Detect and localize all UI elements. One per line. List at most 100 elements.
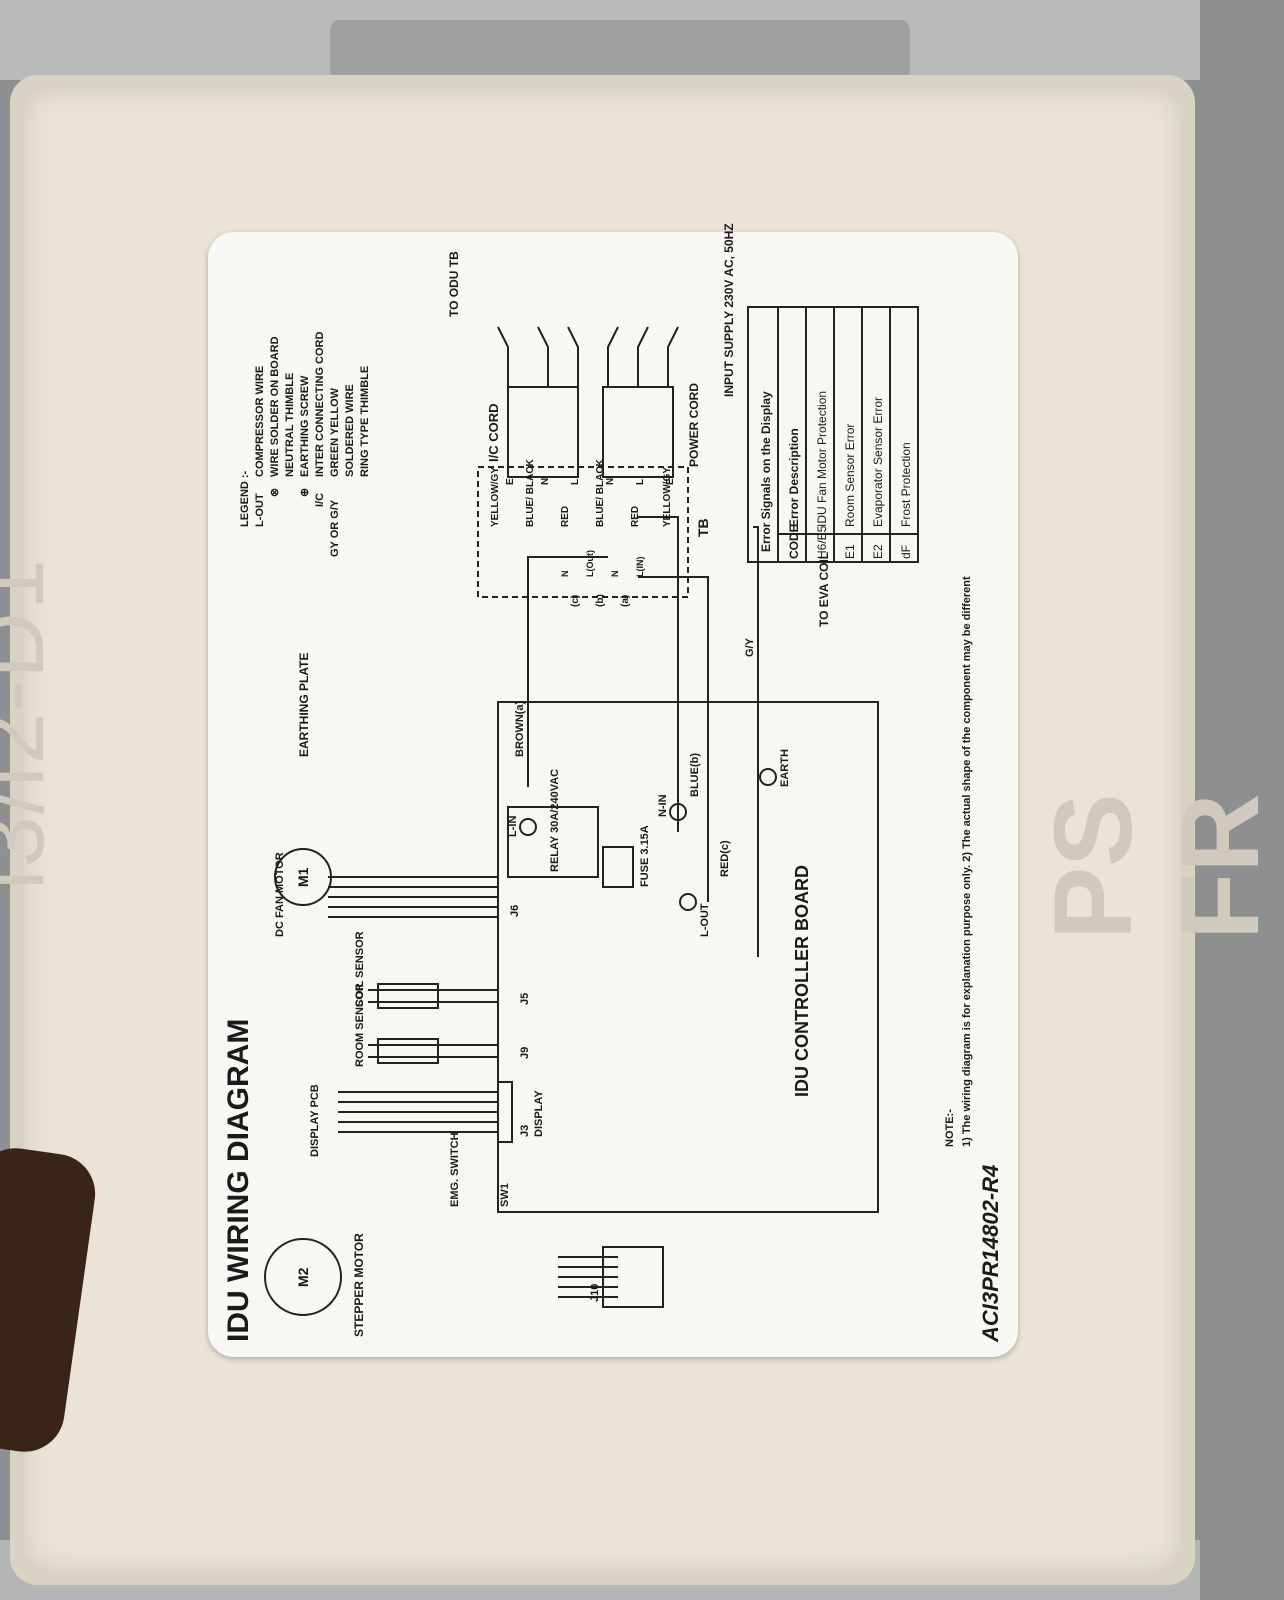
error-table-heading: Error Signals on the Display [759, 391, 773, 552]
metal-latch [330, 20, 910, 80]
wire-blue-black-bottom: BLUE/ BLACK [595, 458, 606, 527]
l-out-label: L-OUT [699, 903, 711, 937]
j10-label: J10 [589, 1284, 601, 1302]
earth-solder-icon [759, 768, 777, 786]
terminal-label-3: N [610, 571, 620, 578]
note-heading: NOTE:- [944, 1109, 956, 1147]
fan-motor-wires [328, 876, 498, 918]
legend-text-1: WIRE SOLDER ON BOARD [269, 336, 281, 477]
fan-motor-symbol [274, 848, 332, 906]
power-cord-sleeve [602, 386, 674, 478]
room-sensor-label: ROOM SENSOR [354, 983, 366, 1067]
room-sensor-element [377, 1038, 439, 1064]
fuse-box [602, 846, 634, 888]
l-in-solder-icon [519, 818, 537, 836]
fuse-label: FUSE 3.15A [639, 825, 651, 887]
brown-wire [527, 556, 608, 787]
legend-key-3: ⊕ [299, 488, 311, 497]
legend-text-3: EARTHING SCREW [299, 375, 311, 477]
wire-l-bottom: L [635, 479, 646, 485]
terminal-label-1: N [560, 571, 570, 578]
error-code-3: dF [899, 545, 913, 559]
legend-key-1: ⊗ [269, 488, 281, 497]
embossed-mark-text: PS FR [1032, 793, 1282, 940]
tb-label: TB [695, 518, 711, 537]
embossed-model-text: i3/i2-D1 [0, 556, 63, 890]
red-wire [638, 576, 709, 902]
error-table-grid [777, 307, 918, 562]
error-code-2: E2 [871, 544, 885, 559]
ic-cord-sleeve [507, 386, 579, 478]
a-label: (a) [620, 595, 631, 607]
j9-label: J9 [519, 1047, 531, 1059]
error-col-code: CODE [787, 524, 801, 559]
sw1-label: SW1 [499, 1183, 511, 1207]
n-in-label: N-IN [657, 794, 669, 817]
legend-text-6: SOLDERED WIRE [344, 384, 356, 477]
j3-label: J3 [519, 1125, 531, 1137]
emg-switch-label: EMG. SWITCH [449, 1132, 461, 1207]
j3-connector [497, 1081, 513, 1143]
wire-l-top: L [570, 479, 581, 485]
note-text: 1) The wiring diagram is for explanation… [961, 576, 973, 1147]
wire-e-top: E [505, 478, 516, 485]
legend-text-7: RING TYPE THIMBLE [359, 366, 371, 477]
error-code-1: E1 [843, 544, 857, 559]
legend-text-4: INTER CONNECTING CORD [314, 332, 326, 478]
relay-box [507, 806, 599, 878]
red-label: RED(c) [719, 840, 731, 877]
legend-heading: LEGEND :- [239, 470, 251, 527]
error-desc-2: Evaporator Sensor Error [871, 397, 885, 527]
stepper-motor-symbol-text: M2 [295, 1267, 311, 1287]
part-number-label: ACI3PR14802-R4 [978, 1165, 1003, 1343]
to-eva-coil-label: TO EVA COIL [817, 552, 831, 627]
error-table: Error Signals on the Display CODE Error … [759, 391, 913, 559]
rotated-diagram: IDU WIRING DIAGRAM ACI3PR14802-R4 IDU CO… [208, 223, 1018, 1357]
ic-cord-label: I/C CORD [486, 404, 501, 463]
error-desc-3: Frost Protection [899, 442, 913, 527]
display-wires [338, 1091, 498, 1133]
n-in-solder-icon [669, 803, 687, 821]
controller-board-outline [497, 701, 879, 1213]
room-sensor-wires [368, 1044, 498, 1058]
wire-yellow-gy-top: YELLOW/GY [490, 467, 501, 527]
b-label: (b) [595, 594, 606, 607]
wiring-diagram-sticker: IDU WIRING DIAGRAM ACI3PR14802-R4 IDU CO… [208, 223, 1018, 1357]
wire-blue-black-top: BLUE/ BLACK [525, 458, 536, 527]
l-out-solder-icon [679, 893, 697, 911]
fan-motor-label: DC FAN MOTOR [274, 852, 286, 937]
terminal-label-2: L(Out) [585, 550, 595, 577]
fan-motor-symbol-text: M1 [295, 867, 311, 887]
blue-label: BLUE(b) [689, 753, 701, 797]
coil-sensor-element [377, 983, 439, 1009]
board-label: IDU CONTROLLER BOARD [792, 865, 812, 1097]
legend-key-5: GY OR G/Y [329, 499, 341, 557]
relay-label: RELAY 30A/240VAC [549, 769, 561, 872]
stepper-motor-label: STEPPER MOTOR [352, 1233, 366, 1337]
error-col-desc: Error Description [787, 428, 801, 527]
wire-yellow-gy-bottom: YELLOW/GY [662, 467, 673, 527]
wire-red-top: RED [560, 506, 571, 527]
display-pcb-label: DISPLAY PCB [309, 1084, 321, 1157]
wire-n-top: N [540, 478, 551, 485]
coil-sensor-wires [368, 989, 498, 1003]
earthing-plate-label: EARTHING PLATE [297, 653, 311, 757]
c-label: (c) [570, 595, 581, 607]
power-cord-label: POWER CORD [687, 383, 701, 467]
legend-text-2: NEUTRAL THIMBLE [284, 373, 296, 477]
gy-label: G/Y [744, 637, 756, 657]
supply-wires [607, 326, 679, 387]
stepper-connector [602, 1246, 664, 1308]
legend-text-5: GREEN YELLOW [329, 387, 341, 477]
j6-label: J6 [509, 905, 521, 917]
earth-label: EARTH [779, 749, 791, 787]
legend-key-0: L-OUT [254, 493, 266, 527]
odu-wires [497, 326, 579, 387]
l-in-label: L-IN [507, 816, 519, 837]
wire-n-bottom: N [605, 478, 616, 485]
to-odu-tb-label: TO ODU TB [447, 251, 461, 317]
legend-key-4: I/C [314, 493, 326, 507]
blue-wire [638, 516, 679, 832]
error-desc-0: IDU Fan Motor Protection [815, 391, 829, 527]
error-code-0: H6/E5 [815, 525, 829, 559]
